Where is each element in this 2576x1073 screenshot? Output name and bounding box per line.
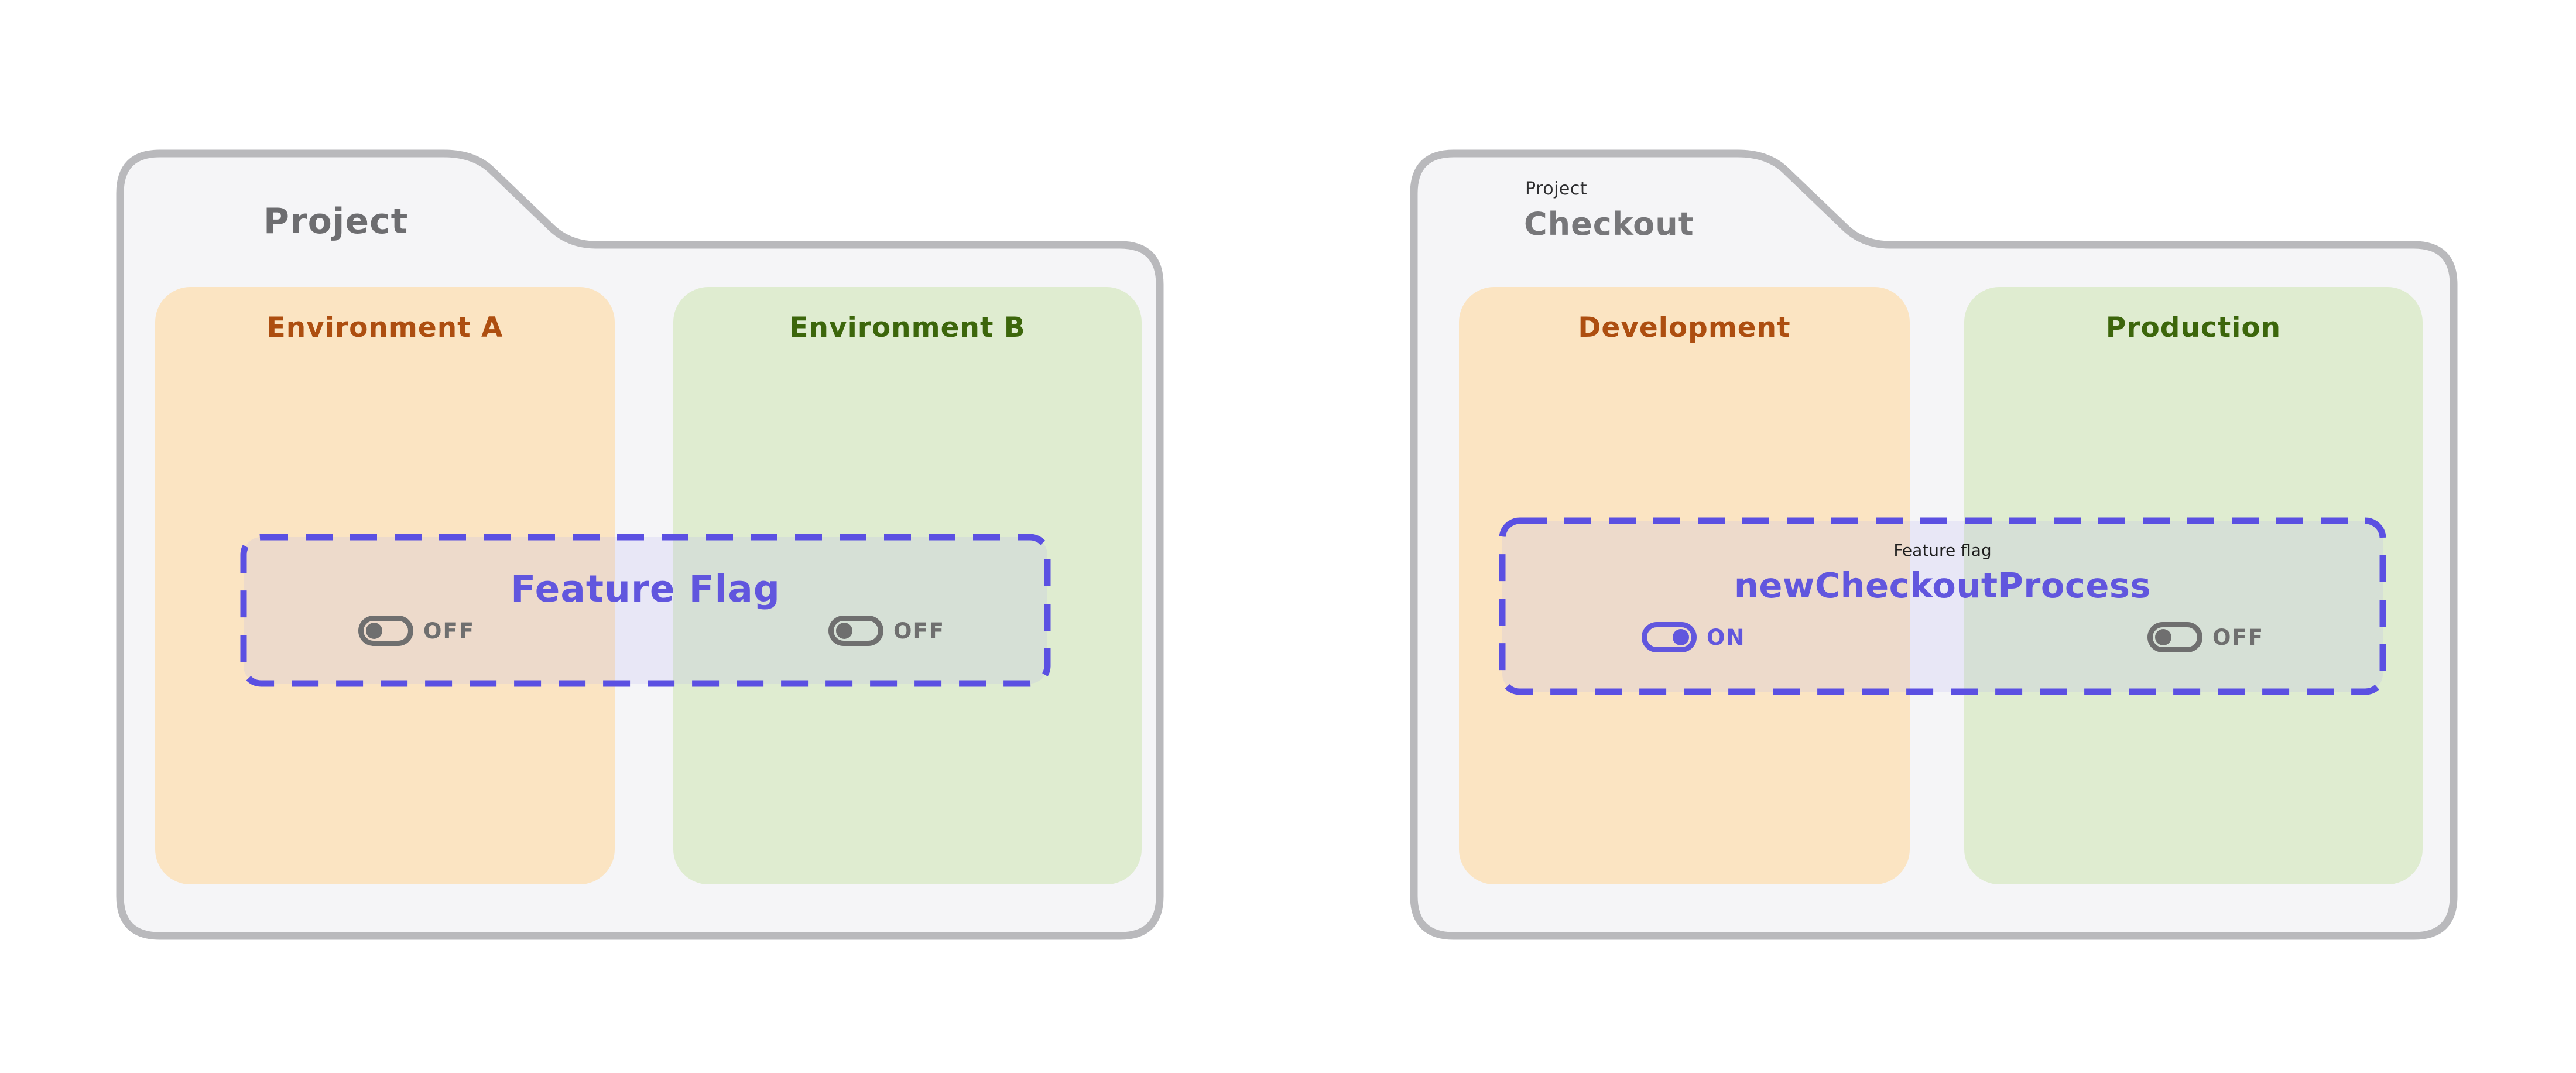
toggle-switch-production[interactable] (2147, 622, 2202, 652)
environment-production-label: Production (2105, 312, 2282, 344)
environment-panel-development: Development (1459, 287, 1910, 884)
environment-a-label: Environment A (266, 312, 503, 344)
folder-kicker: Project (1525, 179, 1588, 199)
toggle-knob (366, 623, 382, 639)
toggle-switch-development[interactable] (1642, 622, 1697, 652)
toggle-group-production: OFF (2147, 622, 2264, 652)
folder-title: Project (263, 201, 409, 242)
dashed-border (240, 534, 1051, 687)
feature-flag-caption: Feature flag (1893, 541, 1992, 560)
toggle-switch-env-b[interactable] (828, 616, 883, 646)
environment-b-label: Environment B (789, 312, 1026, 344)
toggle-knob (2155, 629, 2171, 645)
toggle-knob (1673, 629, 1689, 645)
project-folder-checkout: Project Checkout Development Production (1410, 149, 2458, 940)
project-folder-generic: Project Environment A Environment B (116, 149, 1164, 940)
toggle-group-env-a: OFF (358, 616, 475, 646)
feature-flag-box-generic: Feature Flag OFF OFF (240, 534, 1051, 687)
environment-panel-a: Environment A (155, 287, 615, 884)
toggle-state-label: ON (1707, 624, 1746, 650)
toggle-state-label: OFF (893, 618, 946, 644)
toggle-state-label: OFF (423, 618, 475, 644)
environment-development-label: Development (1578, 312, 1791, 344)
toggle-group-development: ON (1642, 622, 1745, 652)
feature-flag-title: Feature Flag (511, 568, 780, 610)
toggle-state-label: OFF (2212, 624, 2265, 650)
folder-title: Checkout (1524, 206, 1694, 242)
environment-panel-production: Production (1964, 287, 2423, 884)
feature-flag-box-checkout: Feature flag newCheckoutProcess ON OFF (1499, 517, 2386, 695)
toggle-switch-env-a[interactable] (358, 616, 413, 646)
feature-flag-name: newCheckoutProcess (1734, 565, 2152, 606)
toggle-group-env-b: OFF (828, 616, 945, 646)
environment-panel-b: Environment B (673, 287, 1142, 884)
toggle-knob (836, 623, 852, 639)
